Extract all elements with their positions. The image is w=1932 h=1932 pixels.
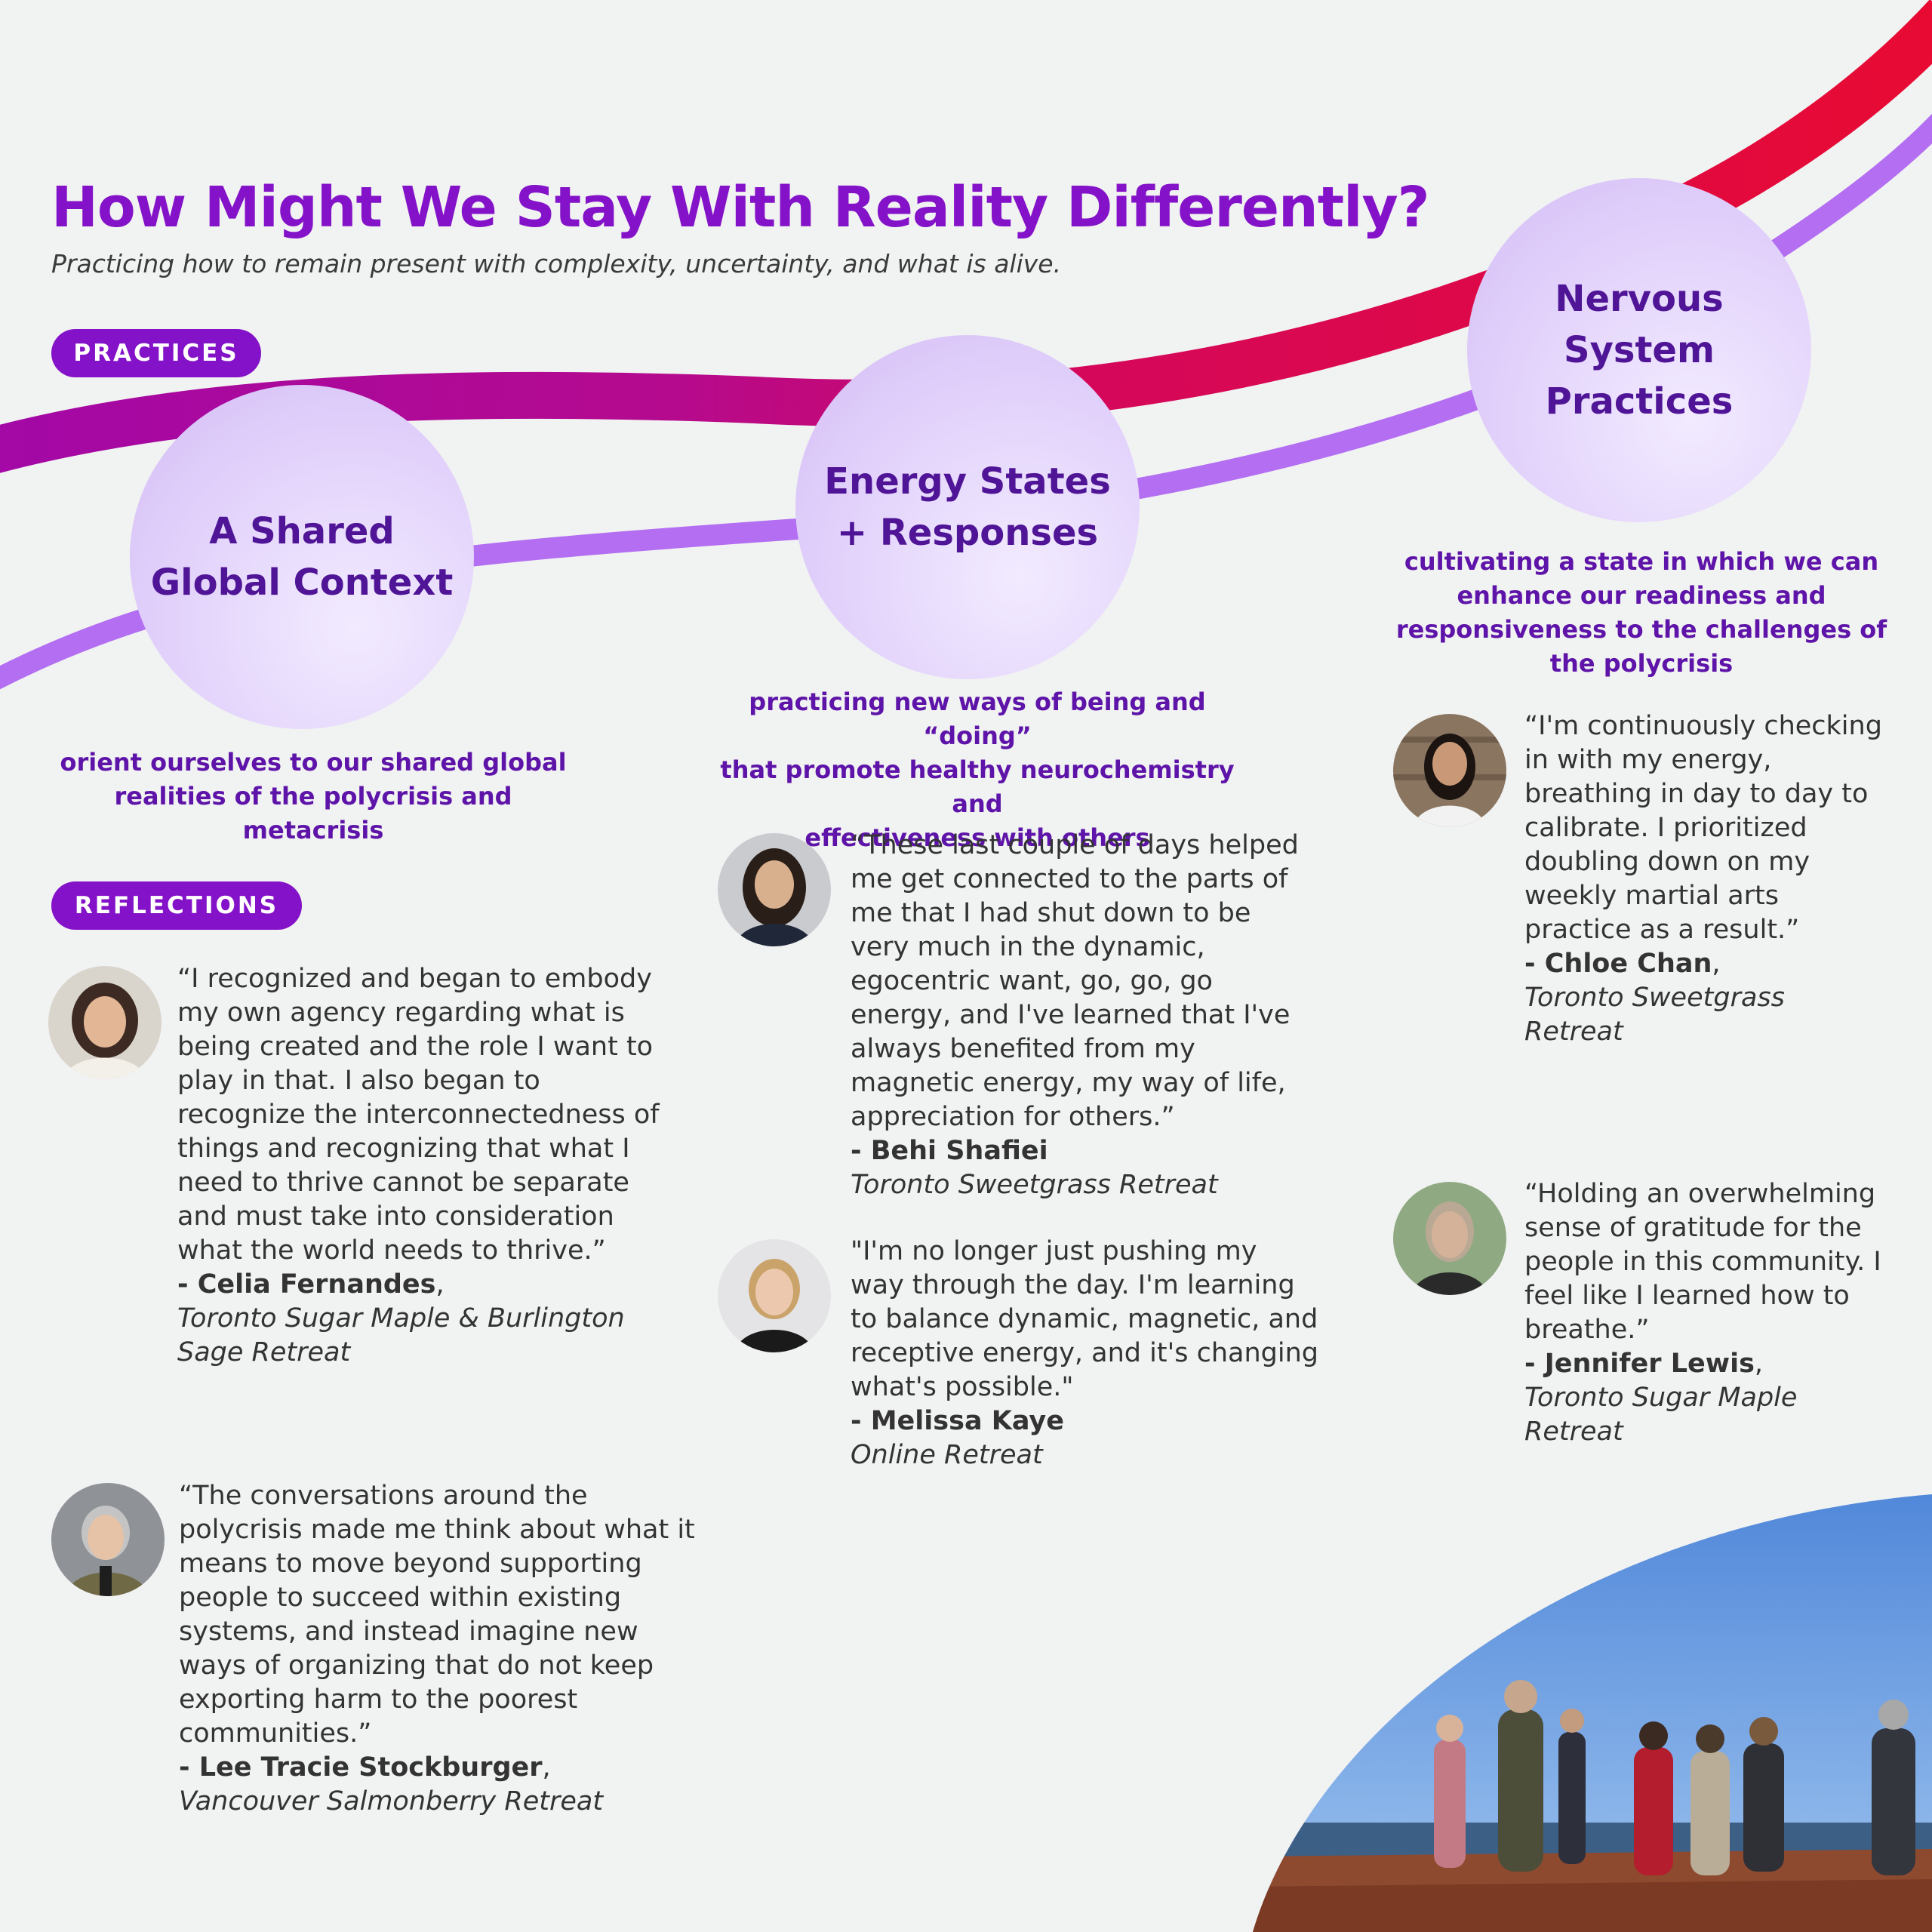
- retreat-group-photo: [1253, 1479, 1932, 1932]
- testimonial-quote: “I'm continuously checking in with my en…: [1524, 711, 1882, 945]
- practices-section-label: PRACTICES: [51, 329, 261, 377]
- page-title: How Might We Stay With Reality Different…: [51, 175, 1430, 240]
- testimonial-chloe-chan: “I'm continuously checking in with my en…: [1524, 709, 1887, 1049]
- practice-description-shared-global-context: orient ourselves to our shared global re…: [60, 748, 567, 844]
- avatar-behi-shafiei: [718, 833, 831, 946]
- testimonial-event: Toronto Sugar Maple Retreat: [1524, 1383, 1798, 1447]
- testimonial-quote: “Holding an overwhelming sense of gratit…: [1524, 1179, 1881, 1345]
- practice-description-energy-states: practicing new ways of being and “doing”…: [720, 688, 1235, 852]
- testimonial-event: Online Retreat: [851, 1440, 1043, 1470]
- testimonial-name: - Celia Fernandes: [177, 1269, 436, 1300]
- reflections-section-label: REFLECTIONS: [51, 881, 302, 930]
- name-comma: ,: [435, 1269, 445, 1300]
- practice-circle-energy-states: Energy States + Responses: [795, 335, 1140, 679]
- testimonial-quote: “The conversations around the polycrisis…: [179, 1481, 695, 1749]
- testimonial-event: Vancouver Salmonberry Retreat: [179, 1786, 604, 1817]
- testimonial-quote: “I recognized and began to embody my own…: [177, 964, 660, 1266]
- avatar-celia-fernandes: [48, 966, 162, 1079]
- testimonial-name: - Jennifer Lewis: [1524, 1349, 1755, 1379]
- name-comma: ,: [542, 1752, 551, 1783]
- testimonial-name: - Lee Tracie Stockburger: [179, 1752, 543, 1783]
- testimonial-name: - Behi Shafiei: [851, 1136, 1048, 1166]
- practice-circle-nervous-system: Nervous System Practices: [1467, 178, 1811, 522]
- practice-circle-shared-global-context: A Shared Global Context: [130, 385, 474, 729]
- people-silhouettes: [1434, 1680, 1915, 1875]
- name-comma: ,: [1712, 949, 1721, 979]
- testimonial-melissa-kaye: "I'm no longer just pushing my way throu…: [851, 1235, 1318, 1472]
- testimonial-name: - Melissa Kaye: [851, 1406, 1064, 1436]
- page-subtitle: Practicing how to remain present with co…: [51, 249, 1062, 278]
- avatar-lee-tracie-stockburger: [51, 1483, 165, 1596]
- testimonial-event: Toronto Sugar Maple & Burlington Sage Re…: [177, 1303, 625, 1367]
- avatar-chloe-chan: [1393, 714, 1506, 827]
- name-comma: ,: [1754, 1349, 1764, 1379]
- testimonial-event: Toronto Sweetgrass Retreat: [1524, 983, 1785, 1047]
- testimonial-lee-tracie-stockburger: “The conversations around the polycrisis…: [179, 1479, 707, 1819]
- testimonial-behi-shafiei: “These last couple of days helped me get…: [851, 829, 1311, 1202]
- testimonial-quote: "I'm no longer just pushing my way throu…: [851, 1236, 1318, 1402]
- testimonial-name: - Chloe Chan: [1524, 949, 1712, 979]
- testimonial-celia-fernandes: “I recognized and began to embody my own…: [177, 962, 668, 1370]
- avatar-jennifer-lewis: [1393, 1182, 1506, 1295]
- avatar-melissa-kaye: [718, 1239, 831, 1352]
- testimonial-event: Toronto Sweetgrass Retreat: [851, 1170, 1218, 1200]
- testimonial-quote: “These last couple of days helped me get…: [851, 830, 1299, 1132]
- testimonial-jennifer-lewis: “Holding an overwhelming sense of gratit…: [1524, 1177, 1887, 1449]
- practice-description-nervous-system: cultivating a state in which we can enha…: [1395, 547, 1887, 678]
